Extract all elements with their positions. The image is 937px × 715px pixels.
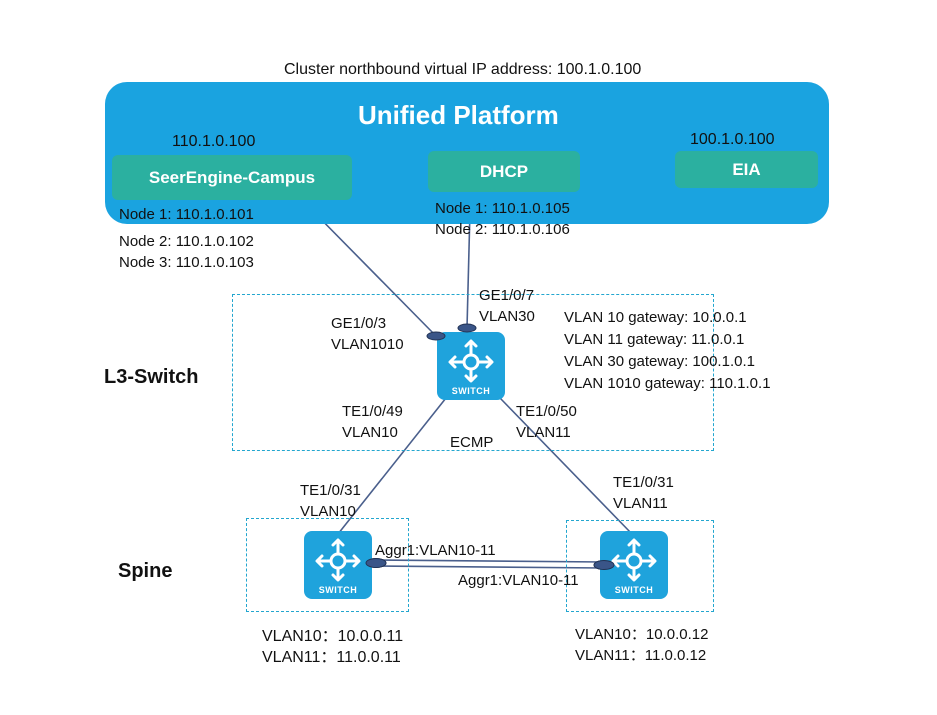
spine-label: Spine bbox=[118, 560, 173, 582]
cluster-vip-label: Cluster northbound virtual IP address: 1… bbox=[284, 61, 642, 78]
spine-right-vlan10-ip: VLAN10：10.0.0.12 bbox=[575, 626, 709, 643]
l3-switch-device[interactable]: SWITCH bbox=[437, 332, 505, 400]
l3-switch-label: L3-Switch bbox=[104, 366, 199, 388]
seerengine-node-2: Node 2: 110.1.0.102 bbox=[119, 233, 254, 250]
link-l3-to-spine-right bbox=[499, 397, 633, 535]
port-ge103-label: GE1/0/3 VLAN1010 bbox=[331, 315, 404, 353]
eia-ip: 100.1.0.100 bbox=[690, 131, 775, 148]
switch-text: SWITCH bbox=[451, 386, 491, 396]
gateway-vlan1010: VLAN 1010 gateway: 110.1.0.1 bbox=[564, 375, 771, 392]
port-te150-label: TE1/0/50 VLAN11 bbox=[516, 403, 577, 441]
spine-right-vlan11-ip: VLAN11：11.0.0.12 bbox=[575, 647, 707, 664]
ecmp-label: ECMP bbox=[450, 434, 494, 451]
aggr-right-label: Aggr1:VLAN10-11 bbox=[458, 572, 579, 589]
dhcp-node[interactable]: DHCP bbox=[428, 151, 580, 192]
seerengine-node-3: Node 3: 110.1.0.103 bbox=[119, 254, 254, 271]
spine-left-port-label: TE1/0/31 VLAN10 bbox=[300, 482, 361, 520]
eia-node[interactable]: EIA bbox=[675, 151, 818, 188]
spine-right-switch[interactable]: SWITCH bbox=[600, 531, 668, 599]
gateway-vlan11: VLAN 11 gateway: 11.0.0.1 bbox=[564, 331, 745, 348]
gateway-vlan30: VLAN 30 gateway: 100.1.0.1 bbox=[564, 353, 755, 370]
port-te149-label: TE1/0/49 VLAN10 bbox=[342, 403, 403, 441]
dhcp-node-2: Node 2: 110.1.0.106 bbox=[435, 221, 570, 238]
link-dhcp-to-l3 bbox=[466, 209, 471, 329]
platform-title: Unified Platform bbox=[358, 100, 559, 130]
l3-switch-boundary bbox=[232, 294, 714, 451]
spine-left-boundary bbox=[246, 518, 409, 612]
gateway-vlan10: VLAN 10 gateway: 10.0.0.1 bbox=[564, 309, 747, 326]
switch-text: SWITCH bbox=[614, 585, 654, 595]
spine-right-boundary bbox=[566, 520, 714, 612]
spine-right-ips: VLAN10：10.0.0.12 VLAN11：11.0.0.12 bbox=[575, 624, 708, 666]
spine-left-vlan10-ip: VLAN10：10.0.0.11 bbox=[262, 628, 404, 645]
seerengine-ip: 110.1.0.100 bbox=[172, 133, 256, 150]
aggr-left-label: Aggr1:VLAN10-11 bbox=[375, 542, 496, 559]
port-ge107-label: GE1/0/7 VLAN30 bbox=[479, 287, 535, 325]
dhcp-node-1: Node 1: 110.1.0.105 bbox=[435, 200, 570, 217]
seerengine-node-1: Node 1: 110.1.0.101 bbox=[119, 206, 254, 223]
spine-left-vlan11-ip: VLAN11：11.0.0.11 bbox=[262, 649, 401, 666]
spine-right-port-label: TE1/0/31 VLAN11 bbox=[613, 474, 674, 512]
spine-left-switch[interactable]: SWITCH bbox=[304, 531, 372, 599]
link-l3-to-spine-left bbox=[337, 397, 447, 535]
unified-platform-panel: Unified Platform 110.1.0.100 SeerEngine-… bbox=[105, 82, 829, 224]
gateway-list: VLAN 10 gateway: 10.0.0.1 VLAN 11 gatewa… bbox=[564, 307, 771, 395]
switch-icon bbox=[448, 339, 494, 383]
switch-icon bbox=[315, 538, 361, 582]
seerengine-campus-node[interactable]: SeerEngine-Campus bbox=[112, 155, 352, 200]
link-seerengine-to-l3 bbox=[304, 202, 437, 337]
spine-left-ips: VLAN10：10.0.0.11 VLAN11：11.0.0.11 bbox=[262, 626, 403, 668]
switch-text: SWITCH bbox=[318, 585, 358, 595]
